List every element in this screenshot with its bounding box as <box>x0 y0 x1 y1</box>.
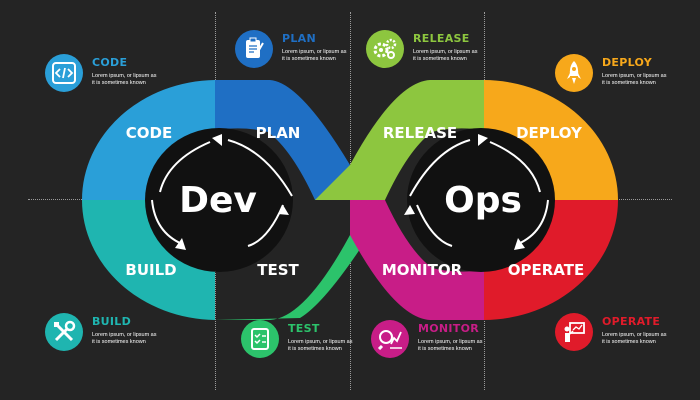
code-icon <box>45 54 83 92</box>
segment-label-test: TEST <box>257 261 299 279</box>
card-desc-code-1: Lorem ipsum, or lipsum as <box>92 73 157 79</box>
segment-label-release: RELEASE <box>383 124 457 142</box>
card-desc-deploy-2: it is sometimes known <box>602 80 656 86</box>
card-title-code: CODE <box>92 56 128 69</box>
card-desc-release-1: Lorem ipsum, or lipsum as <box>413 49 478 55</box>
card-desc-build-1: Lorem ipsum, or lipsum as <box>92 332 157 338</box>
card-desc-release-2: it is sometimes known <box>413 56 467 62</box>
card-desc-monitor-1: Lorem ipsum, or lipsum as <box>418 339 483 345</box>
card-desc-test-1: Lorem ipsum, or lipsum as <box>288 339 353 345</box>
segment-deploy <box>484 80 618 200</box>
card-title-build: BUILD <box>92 315 132 328</box>
card-desc-monitor-2: it is sometimes known <box>418 346 472 352</box>
card-title-test: TEST <box>288 322 320 335</box>
gears-icon <box>366 30 404 68</box>
magnifier-chart-icon <box>371 320 409 358</box>
card-title-operate: OPERATE <box>602 315 661 328</box>
card-desc-plan-2: it is sometimes known <box>282 56 336 62</box>
card-title-plan: PLAN <box>282 32 316 45</box>
guide-line-horizontal-right <box>600 199 672 200</box>
card-desc-code-2: it is sometimes known <box>92 80 146 86</box>
guide-line-horizontal-left <box>28 199 118 200</box>
ops-label: Ops <box>444 180 522 221</box>
card-desc-build-2: it is sometimes known <box>92 339 146 345</box>
segment-operate <box>484 200 618 320</box>
segment-code <box>81 80 215 200</box>
ops-cycle-arrows <box>409 139 549 247</box>
dev-label: Dev <box>179 180 257 221</box>
dev-hole <box>145 128 293 272</box>
card-desc-operate-1: Lorem ipsum, or lipsum as <box>602 332 667 338</box>
segment-label-operate: OPERATE <box>508 261 584 279</box>
segment-release <box>315 80 484 200</box>
segment-label-deploy: DEPLOY <box>516 124 583 142</box>
card-title-release: RELEASE <box>413 32 470 45</box>
card-desc-plan-1: Lorem ipsum, or lipsum as <box>282 49 347 55</box>
clipboard-pen-icon <box>235 30 273 68</box>
card-title-monitor: MONITOR <box>418 322 480 335</box>
checklist-icon <box>241 320 279 358</box>
segment-label-plan: PLAN <box>256 124 301 142</box>
segment-label-code: CODE <box>126 124 172 142</box>
segment-monitor <box>350 200 484 320</box>
segment-build <box>82 200 215 320</box>
segment-label-monitor: MONITOR <box>382 261 463 279</box>
segment-plan <box>215 80 350 200</box>
card-title-deploy: DEPLOY <box>602 56 653 69</box>
dev-arrowheads <box>175 134 289 250</box>
presenter-icon <box>555 313 593 351</box>
card-desc-deploy-1: Lorem ipsum, or lipsum as <box>602 73 667 79</box>
ops-hole <box>407 128 555 272</box>
card-desc-test-2: it is sometimes known <box>288 346 342 352</box>
ops-arrowheads <box>404 134 525 250</box>
rocket-icon <box>555 54 593 92</box>
card-desc-operate-2: it is sometimes known <box>602 339 656 345</box>
segment-label-build: BUILD <box>125 261 176 279</box>
tools-icon <box>45 313 83 351</box>
